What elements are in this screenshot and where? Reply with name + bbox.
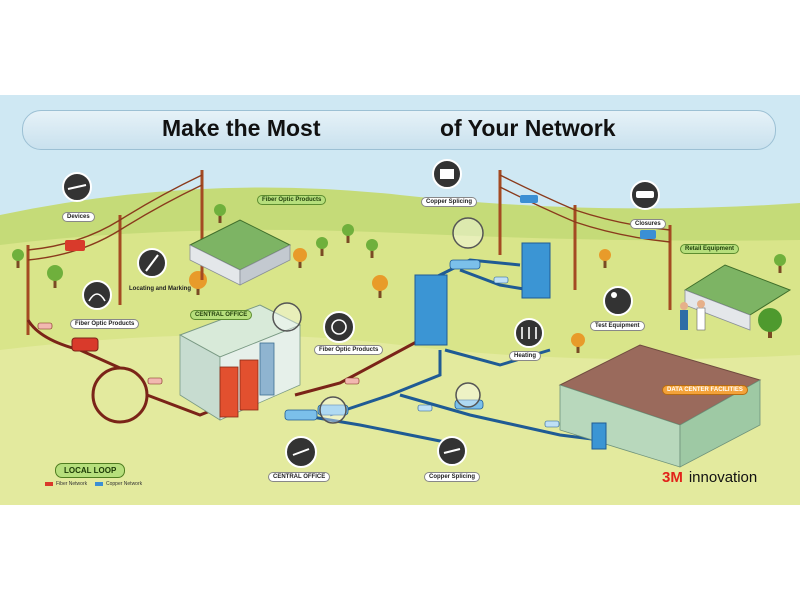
central-office-icon — [285, 436, 317, 468]
network-poster: Make the Most of Your Network Devices Fi… — [0, 95, 800, 505]
blue-cabinets — [414, 242, 607, 450]
label-fiber-optic-products-top: Fiber Optic Products — [257, 195, 327, 205]
brand-word: innovation — [688, 469, 758, 486]
legend-item-fiber: Fiber Network — [45, 481, 87, 487]
label-central-office: CENTRAL OFFICE — [268, 472, 331, 482]
legend-label-copper: Copper Network — [106, 481, 143, 487]
house-top-left — [188, 219, 292, 286]
fiber-splice-boxes — [37, 322, 360, 385]
title-left: Make the Most — [162, 115, 321, 141]
label-retail-equipment: Retail Equipment — [680, 244, 740, 254]
label-heating: Heating — [509, 351, 542, 361]
title-right: of Your Network — [440, 115, 616, 141]
copper-splice-icon — [437, 436, 467, 466]
label-fiber-optic-products-left: Fiber Optic Products — [70, 319, 140, 329]
local-loop-title: LOCAL LOOP — [55, 463, 126, 478]
copper-cable-segments — [284, 259, 560, 428]
test-set-icon — [432, 159, 462, 189]
data-center-building — [558, 344, 762, 468]
brand-logo: 3M — [662, 469, 683, 486]
label-central-office-building: CENTRAL OFFICE — [190, 310, 253, 320]
label-copper-splicing-bottom: Copper Splicing — [424, 472, 481, 482]
legend-swatch-fiber — [45, 481, 53, 486]
closure-icon — [630, 180, 660, 210]
magnifier-lens — [272, 217, 484, 424]
network-illustration — [0, 95, 800, 505]
legend-label-fiber: Fiber Network — [56, 481, 88, 487]
brand: 3M innovation — [662, 469, 757, 487]
fiber-reel-icon — [82, 280, 112, 310]
heater-icon — [514, 318, 544, 348]
technician-icon — [603, 286, 633, 316]
locator-wand-icon — [137, 248, 167, 278]
central-office-building — [178, 304, 302, 421]
label-closures: Closures — [630, 219, 666, 229]
title-banner — [22, 110, 776, 150]
label-copper-splicing-top: Copper Splicing — [421, 197, 478, 207]
technicians — [680, 300, 706, 331]
label-fiber-optic-products-center: Fiber Optic Products — [314, 345, 384, 355]
label-data-center: DATA CENTER FACILITIES — [662, 385, 748, 395]
label-devices: Devices — [62, 212, 95, 222]
legend-swatch-copper — [95, 481, 103, 486]
aerial-closures — [65, 195, 656, 251]
connector-icon — [323, 311, 355, 343]
splice-tool-icon — [62, 172, 92, 202]
label-test-equipment: Test Equipment — [590, 321, 645, 331]
legend-item-copper: Copper Network — [95, 481, 142, 487]
retail-building — [683, 264, 792, 331]
label-locating-marking: Locating and Marking — [129, 286, 192, 292]
